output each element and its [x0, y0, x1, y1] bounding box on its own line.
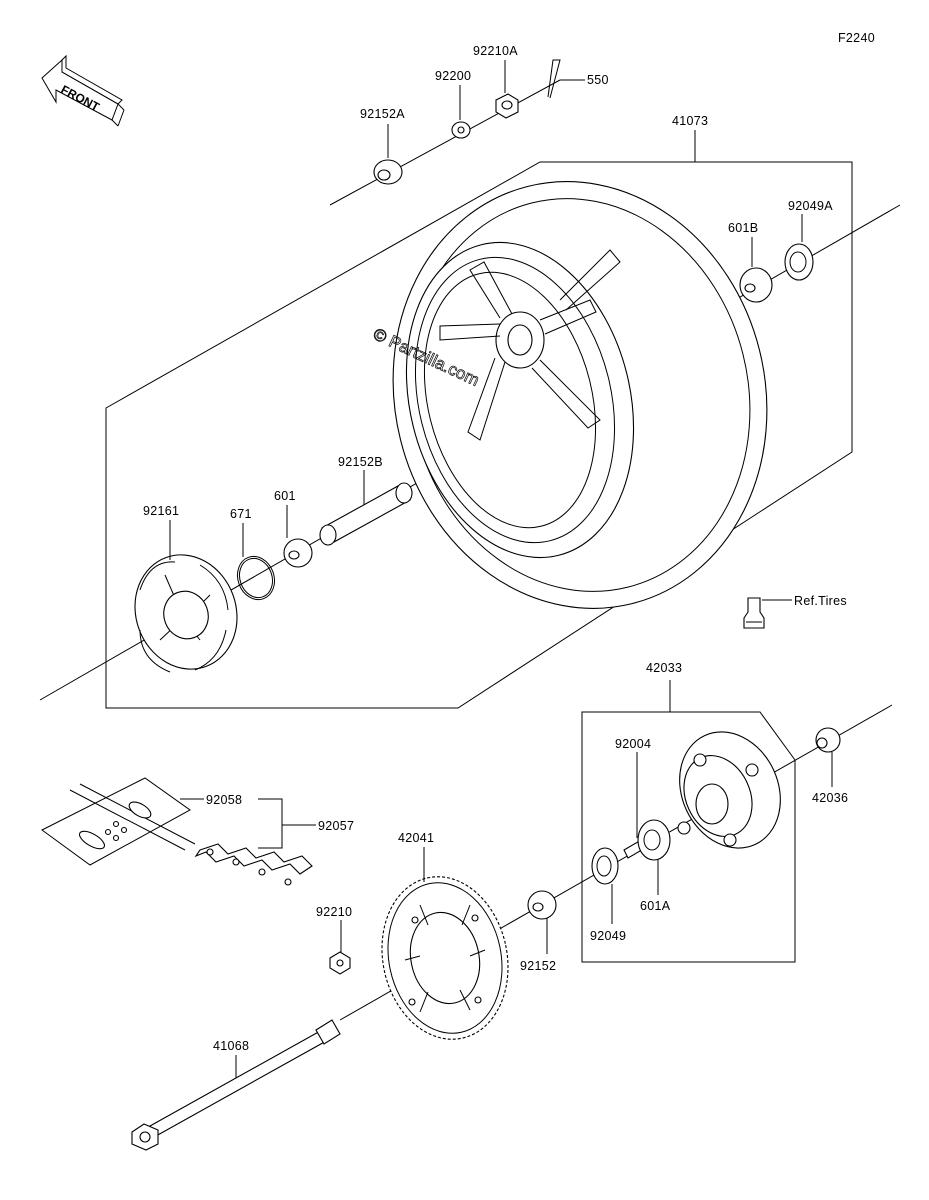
label-92049: 92049 [590, 929, 626, 943]
label-550: 550 [587, 73, 609, 87]
part-601 [283, 538, 313, 568]
part-92152A [373, 159, 403, 185]
label-42033: 42033 [646, 661, 682, 675]
part-92210A [495, 93, 519, 119]
label-41068: 41068 [213, 1039, 249, 1053]
rear-wheel [392, 181, 768, 609]
part-42036 [815, 727, 841, 753]
part-601A [637, 819, 671, 861]
label-601B: 601B [728, 221, 758, 235]
label-92058: 92058 [206, 793, 242, 807]
wheel-assembly-frame [105, 161, 853, 709]
part-92057-chain [194, 843, 313, 886]
part-42041-sprocket [381, 876, 509, 1040]
label-42041: 42041 [398, 831, 434, 845]
part-92049 [591, 847, 619, 885]
label-92057: 92057 [318, 819, 354, 833]
label-92210: 92210 [316, 905, 352, 919]
label-92152: 92152 [520, 959, 556, 973]
label-92200: 92200 [435, 69, 471, 83]
upper-axis-line [329, 79, 561, 206]
part-92200 [451, 121, 471, 139]
label-601A: 601A [640, 899, 671, 913]
part-92049A [784, 243, 814, 281]
part-92161 [134, 554, 238, 673]
hub-assembly-frame [581, 711, 796, 963]
part-42033-coupling [677, 731, 781, 849]
label-92161: 92161 [143, 504, 179, 518]
part-601B [739, 267, 773, 303]
part-92152B [319, 482, 413, 546]
part-92058-master-link [41, 777, 196, 866]
part-41068-axle [131, 1019, 341, 1151]
valve-stem [743, 597, 765, 629]
front-label: FRONT [59, 82, 103, 114]
label-92004: 92004 [615, 737, 651, 751]
label-92210A: 92210A [473, 44, 518, 58]
label-601: 601 [274, 489, 296, 503]
part-671 [236, 555, 276, 601]
label-92152A: 92152A [360, 107, 405, 121]
part-550 [547, 59, 561, 99]
label-ref-tires: Ref.Tires [794, 594, 847, 608]
label-92049A: 92049A [788, 199, 833, 213]
label-42036: 42036 [812, 791, 848, 805]
part-92152 [527, 890, 557, 920]
label-671: 671 [230, 507, 252, 521]
front-arrow-icon [41, 54, 125, 127]
figure-code: F2240 [838, 31, 875, 45]
label-92152B: 92152B [338, 455, 383, 469]
part-92210 [329, 951, 351, 975]
label-41073: 41073 [672, 114, 708, 128]
